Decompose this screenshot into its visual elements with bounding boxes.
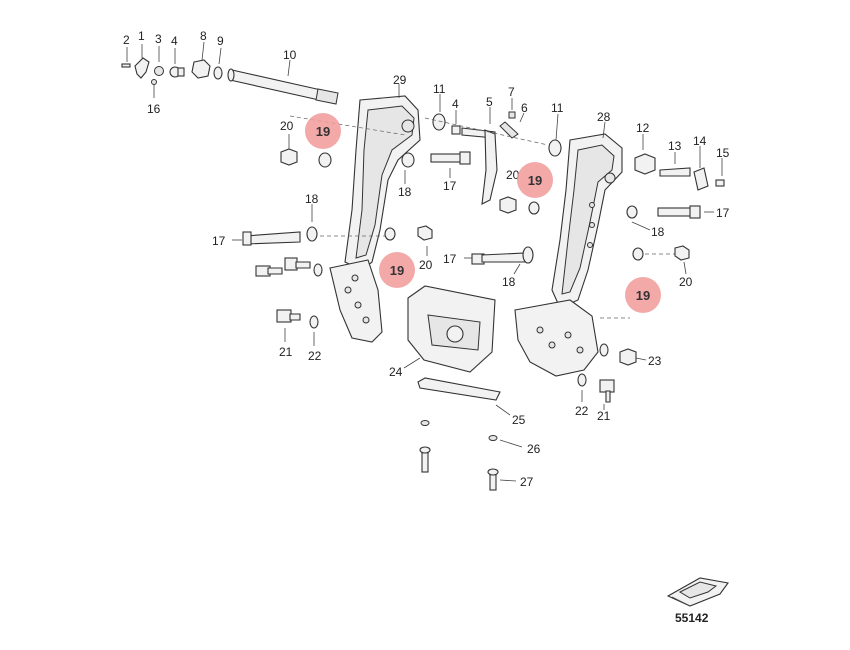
part-label-22a: 22	[308, 349, 322, 363]
part-label-25: 25	[512, 413, 526, 427]
part-label-20d: 20	[679, 275, 693, 289]
part-label-14: 14	[693, 134, 707, 148]
part-label-4: 4	[171, 34, 178, 48]
right-side-hardware	[577, 134, 725, 410]
boat-icon	[666, 577, 729, 607]
part-label-20a: 20	[280, 119, 294, 133]
hotspot-19-d-label: 19	[636, 288, 650, 303]
part-label-16: 16	[147, 102, 161, 116]
part-label-23: 23	[648, 354, 662, 368]
top-left-hardware	[121, 41, 223, 98]
swivel-plate	[403, 285, 496, 373]
part-label-8: 8	[200, 29, 207, 43]
middle-hardware	[404, 94, 562, 275]
part-label-3: 3	[155, 32, 162, 46]
part-label-21a: 21	[279, 345, 293, 359]
part-label-18b: 18	[305, 192, 319, 206]
hotspot-19-b[interactable]: 19	[517, 162, 553, 198]
part-label-6: 6	[521, 101, 528, 115]
hotspot-19-d[interactable]: 19	[625, 277, 661, 313]
hotspot-19-c[interactable]: 19	[379, 252, 415, 288]
left-side-hardware	[232, 115, 433, 346]
tilt-tube-shaft	[227, 59, 339, 105]
part-label-17a: 17	[443, 179, 457, 193]
part-label-4b: 4	[452, 97, 459, 111]
part-label-13: 13	[668, 139, 682, 153]
part-label-20b: 20	[506, 168, 520, 182]
part-number-labels: 2 1 3 4 8 9 16 10 29 11 4 5 7 6 11 28 12…	[123, 29, 730, 489]
right-clamp-bracket	[514, 121, 623, 377]
part-label-27: 27	[520, 475, 534, 489]
part-label-5: 5	[486, 95, 493, 109]
part-label-9: 9	[217, 34, 224, 48]
part-label-18a: 18	[398, 185, 412, 199]
part-label-12: 12	[636, 121, 650, 135]
figure-number: 55142	[675, 611, 709, 625]
part-label-17d: 17	[716, 206, 730, 220]
part-label-2: 2	[123, 33, 130, 47]
part-label-15: 15	[716, 146, 730, 160]
part-label-24: 24	[389, 365, 403, 379]
part-label-21b: 21	[597, 409, 611, 423]
bottom-hardware	[419, 420, 523, 491]
hotspot-19-a-label: 19	[316, 124, 330, 139]
hotspot-19-b-label: 19	[528, 173, 542, 188]
support-bar	[417, 377, 511, 416]
hotspot-19-c-label: 19	[390, 263, 404, 278]
part-label-7: 7	[508, 85, 515, 99]
part-label-18c: 18	[502, 275, 516, 289]
part-label-1: 1	[138, 29, 145, 43]
part-label-20c: 20	[419, 258, 433, 272]
part-label-11a: 11	[433, 82, 446, 96]
hotspot-19-a[interactable]: 19	[305, 113, 341, 149]
part-label-11b: 11	[551, 101, 564, 115]
part-label-29: 29	[393, 73, 407, 87]
part-label-17c: 17	[443, 252, 457, 266]
part-label-22b: 22	[575, 404, 589, 418]
part-label-18d: 18	[651, 225, 665, 239]
part-label-28: 28	[597, 110, 611, 124]
left-clamp-bracket	[329, 84, 421, 343]
part-label-10: 10	[283, 48, 297, 62]
part-label-26: 26	[527, 442, 541, 456]
part-label-17b: 17	[212, 234, 226, 248]
